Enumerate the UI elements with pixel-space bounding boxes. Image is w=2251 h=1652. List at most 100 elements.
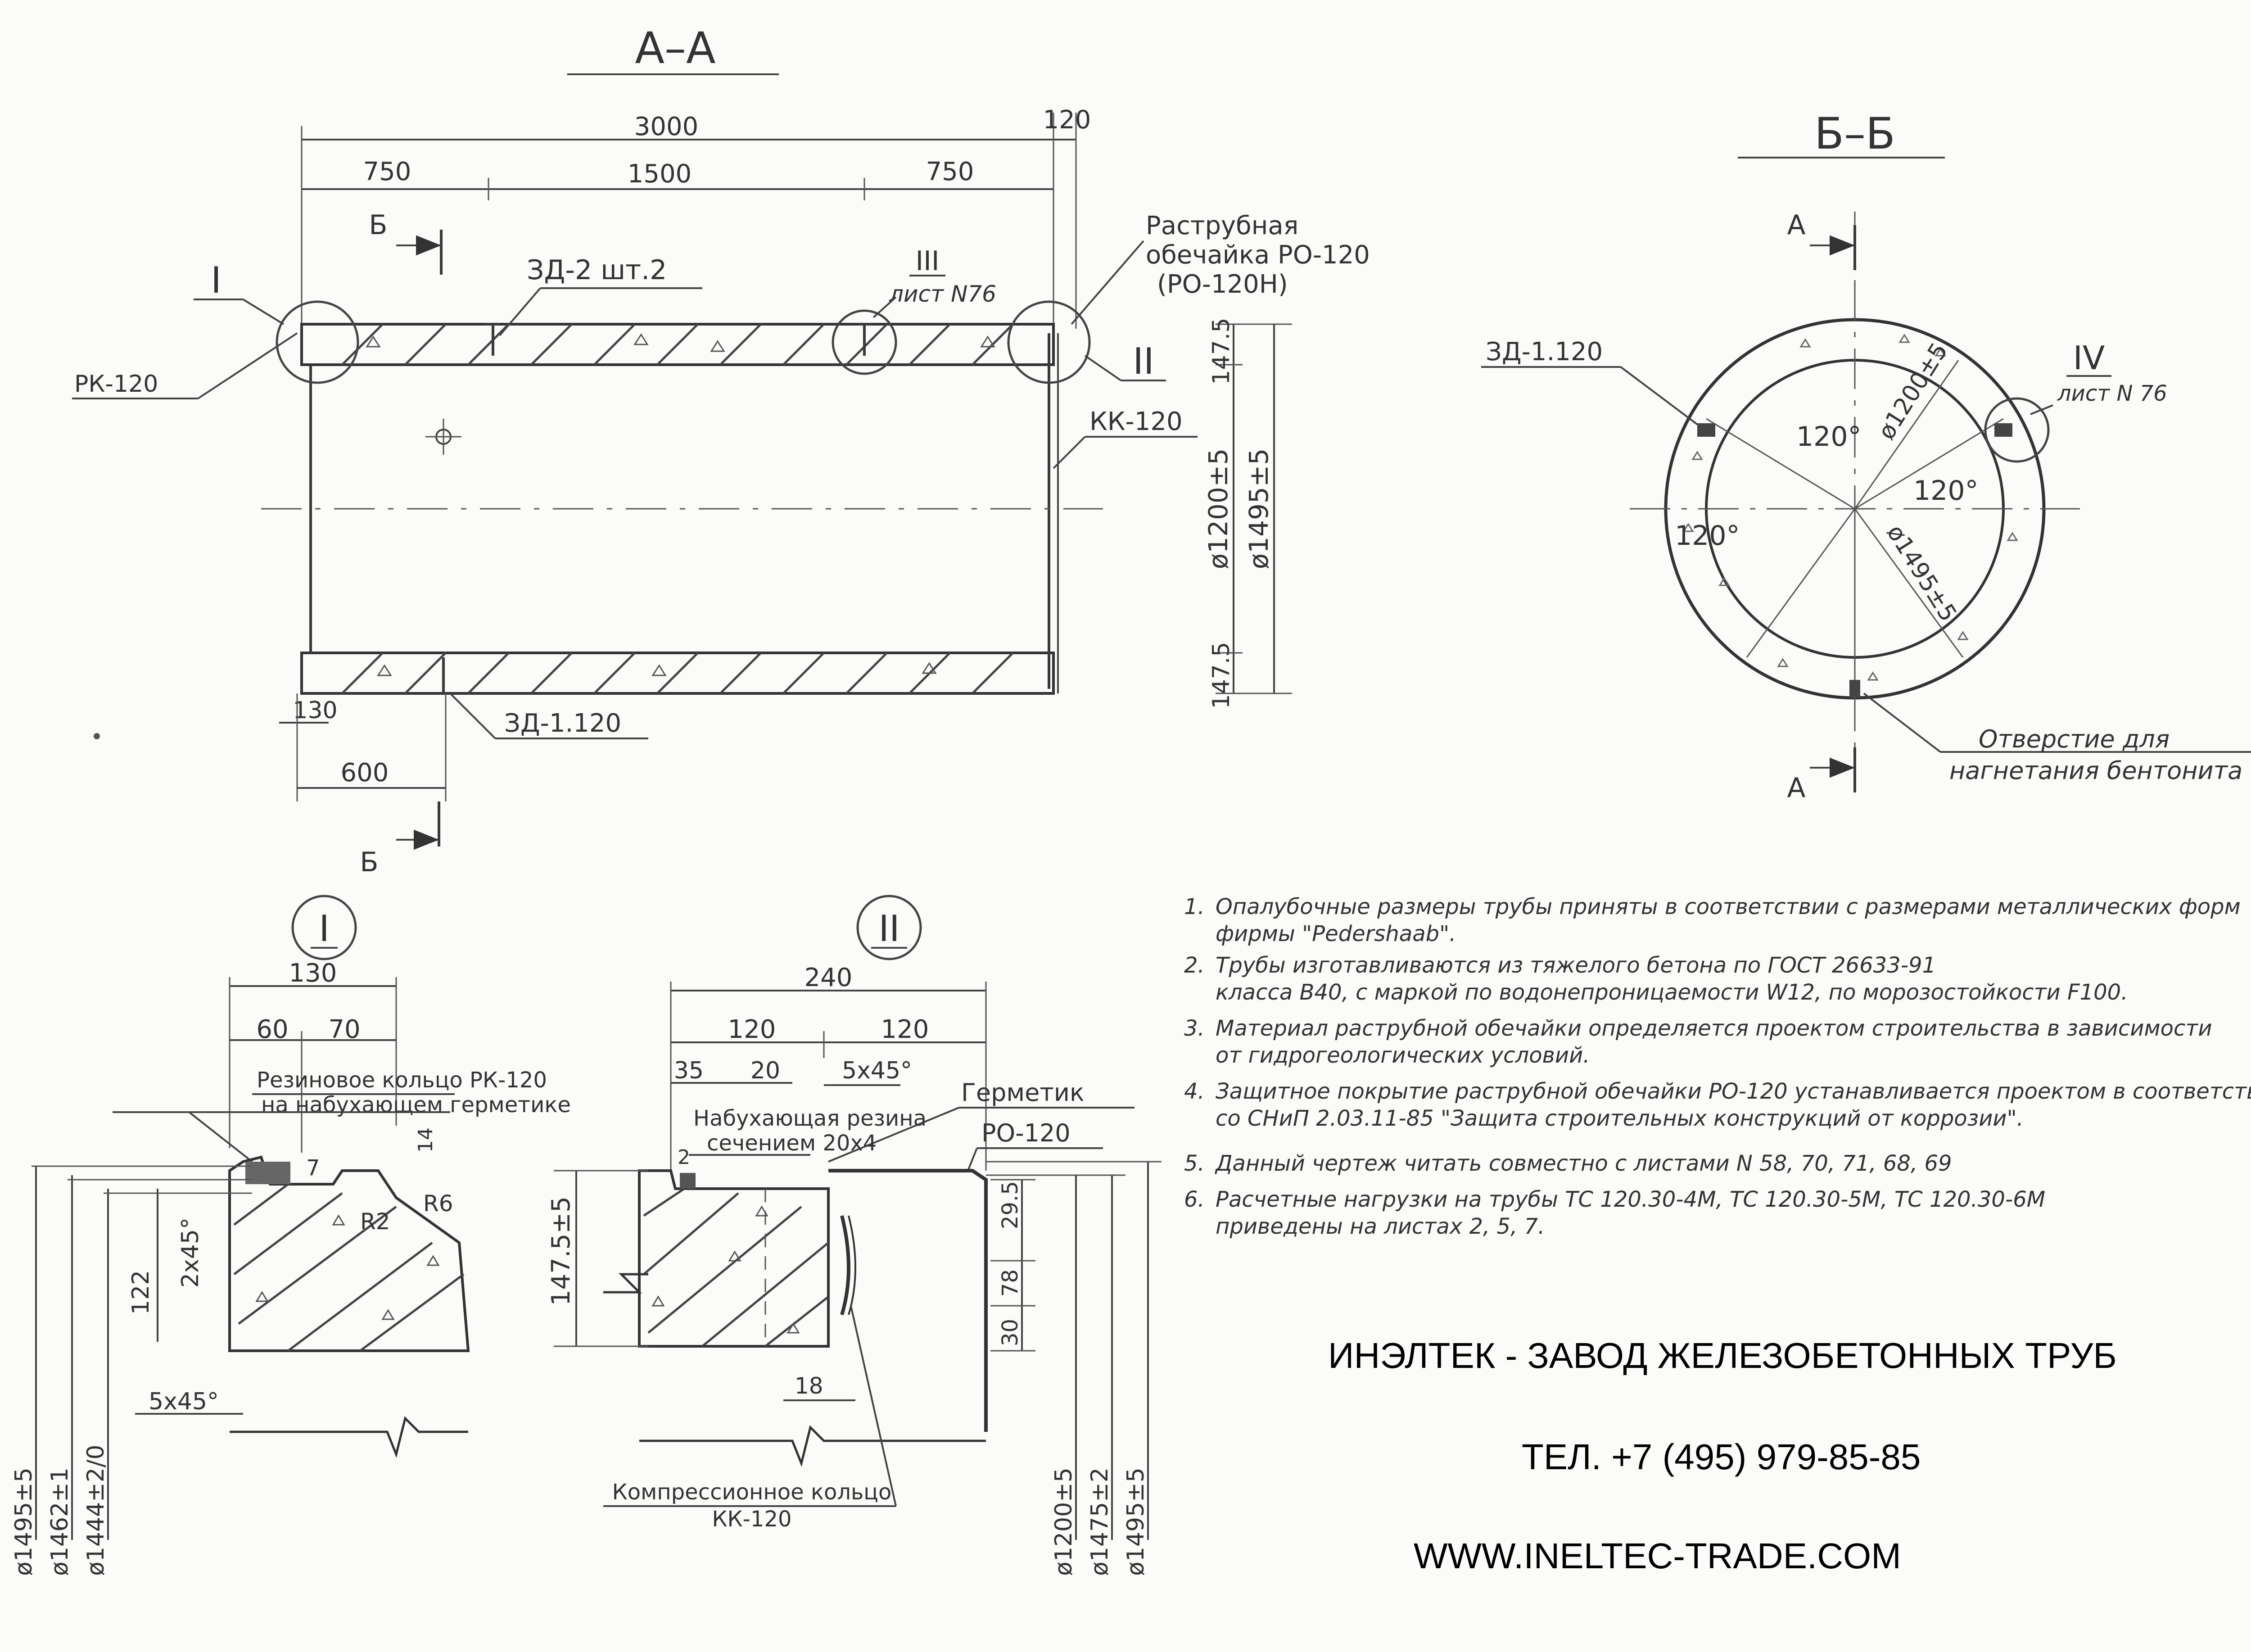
dII-240: 240 (805, 963, 853, 992)
dII-diam-2: ø1475±2 (1086, 1467, 1113, 1576)
notes: 1. Опалубочные размеры трубы приняты в с… (1184, 894, 2251, 1239)
hole-line2: нагнетания бентонита (1949, 756, 2242, 785)
note-5-num: 5. (1184, 1151, 1205, 1176)
section-aa-title: А–А (635, 23, 715, 73)
dII-sealant: Герметик (961, 1078, 1085, 1107)
dI-7: 7 (306, 1155, 320, 1181)
note-2-l2: класса В40, с маркой по водонепроницаемо… (1216, 980, 2128, 1005)
dII-rubber2: сечением 20x4 (707, 1131, 877, 1156)
company-website[interactable]: WWW.INELTEC-TRADE.COM (1414, 1536, 1901, 1576)
dI-diam-2: ø1462±1 (46, 1467, 73, 1576)
dim-d1495: ø1495±5 (1243, 448, 1274, 570)
dII-diam-3: ø1495±5 (1122, 1467, 1149, 1576)
zd2-label: ЗД-2 шт.2 (527, 254, 667, 286)
bell-line1: Раструбная (1146, 211, 1298, 240)
dII-295: 29.5 (998, 1181, 1023, 1229)
company-name: ИНЭЛТЕК - ЗАВОД ЖЕЛЕЗОБЕТОННЫХ ТРУБ (1328, 1335, 2117, 1376)
detail-circle-III (832, 309, 897, 375)
zd1-label-aa: ЗД-1.120 (504, 709, 621, 738)
note-4-l1: Защитное покрытие раструбной обечайки РО… (1216, 1079, 2251, 1104)
dII-147: 147.5±5 (547, 1196, 576, 1306)
note-6-l2: приведены на листах 2, 5, 7. (1216, 1214, 1545, 1239)
zd1-label-bb: ЗД-1.120 (1486, 337, 1603, 367)
dII-5x45: 5x45° (842, 1057, 912, 1084)
dim-147-top: 147.5 (1208, 318, 1235, 385)
dI-diam-1: ø1495±5 (10, 1467, 37, 1576)
section-aa: А–А 3000 120 750 1500 750 Б (72, 23, 1370, 878)
kk-label: КК-120 (1089, 407, 1183, 436)
note-2-l1: Трубы изготавливаются из тяжелого бетона… (1216, 953, 1936, 978)
dim-3000: 3000 (634, 112, 699, 141)
note-6-num: 6. (1184, 1187, 1205, 1212)
note-1-l1: Опалубочные размеры трубы приняты в соот… (1216, 894, 2241, 919)
dII-comp1: Компрессионное кольцо (612, 1480, 892, 1505)
dim-750-right: 750 (926, 157, 974, 186)
dII-20: 20 (750, 1057, 780, 1084)
dI-122: 122 (127, 1270, 154, 1315)
note-2-num: 2. (1184, 953, 1205, 978)
callout-II: II (1133, 340, 1154, 382)
dII-120a: 120 (728, 1015, 776, 1044)
note-3-l1: Материал раструбной обечайки определяетс… (1216, 1016, 2212, 1041)
bell-line3: (РО-120Н) (1157, 270, 1288, 299)
dI-ring2: на набухающем герметике (261, 1092, 571, 1118)
angle-1: 120° (1796, 421, 1862, 453)
rubber-ring (245, 1162, 290, 1184)
dI-70: 70 (328, 1015, 360, 1044)
note-1-l2: фирмы "Pedershaab". (1216, 921, 1456, 946)
dI-60: 60 (256, 1015, 288, 1044)
dII-120b: 120 (881, 1015, 929, 1044)
detail-circle-IV (1984, 397, 2050, 463)
angle-3: 120° (1675, 520, 1740, 552)
note-6-l1: Расчетные нагрузки на трубы ТС 120.30-4М… (1216, 1187, 2045, 1212)
bb-d1200: ø1200±5 (1873, 338, 1953, 444)
note-5-l1: Данный чертеж читать совместно с листами… (1215, 1151, 1952, 1176)
dI-5x45: 5x45° (149, 1388, 219, 1415)
dI-diam-3: ø1444±2/0 (82, 1445, 109, 1576)
dim-600: 600 (341, 758, 389, 788)
dI-R2: R2 (360, 1208, 390, 1235)
rk-label: РК-120 (74, 371, 158, 398)
company-phone: ТЕЛ. +7 (495) 979-85-85 (1522, 1437, 1921, 1477)
dim-120: 120 (1043, 105, 1091, 135)
cut-b-bottom: Б (360, 846, 378, 878)
detail-II-label: II (878, 908, 899, 950)
dI-130: 130 (289, 959, 337, 988)
detail-I-label: I (319, 908, 330, 950)
dI-2x45: 2x45° (177, 1218, 204, 1288)
dII-30: 30 (998, 1319, 1023, 1346)
detail-circle-I (276, 300, 359, 384)
cut-a-top: А (1787, 209, 1805, 241)
bb-d1495: ø1495±5 (1881, 520, 1962, 626)
sheet76-bb: лист N 76 (2057, 381, 2167, 406)
angle-2: 120° (1913, 475, 1979, 507)
callout-III: III (915, 245, 939, 277)
note-3-num: 3. (1184, 1016, 1205, 1041)
sheet76-aa: лист N76 (889, 281, 996, 307)
cut-a-bottom: А (1787, 772, 1805, 804)
section-bb: Б–Б А А ЗД-1.120 (1481, 109, 2251, 804)
dII-diam-1: ø1200±5 (1050, 1467, 1077, 1576)
detail-II: II 240 120 120 35 20 5x45° Герметик Набу… (547, 895, 1162, 1576)
note-1-num: 1. (1184, 894, 1205, 919)
dI-ring1: Резиновое кольцо РК-120 (257, 1068, 547, 1093)
dII-18: 18 (795, 1373, 823, 1399)
dII-78: 78 (998, 1269, 1023, 1297)
section-bb-title: Б–Б (1814, 109, 1895, 159)
dim-750-left: 750 (363, 157, 411, 186)
cut-b-top: Б (369, 209, 387, 241)
dII-35: 35 (674, 1057, 704, 1084)
note-4-num: 4. (1184, 1079, 1205, 1104)
note-3-l2: от гидрогеологических условий. (1216, 1043, 1590, 1068)
dI-R6: R6 (423, 1190, 453, 1217)
callout-IV: IV (2073, 339, 2105, 377)
hole-line1: Отверстие для (1979, 725, 2170, 753)
dII-ro: РО-120 (981, 1119, 1071, 1147)
bell-line2: обечайка РО-120 (1146, 240, 1370, 270)
dI-14: 14 (414, 1127, 437, 1153)
dII-rubber1: Набухающая резина (693, 1106, 927, 1131)
dim-130: 130 (293, 697, 337, 724)
detail-I: I 130 60 70 Резиновое кольцо РК-120 на н… (10, 895, 571, 1576)
dim-d1200: ø1200±5 (1203, 448, 1234, 570)
